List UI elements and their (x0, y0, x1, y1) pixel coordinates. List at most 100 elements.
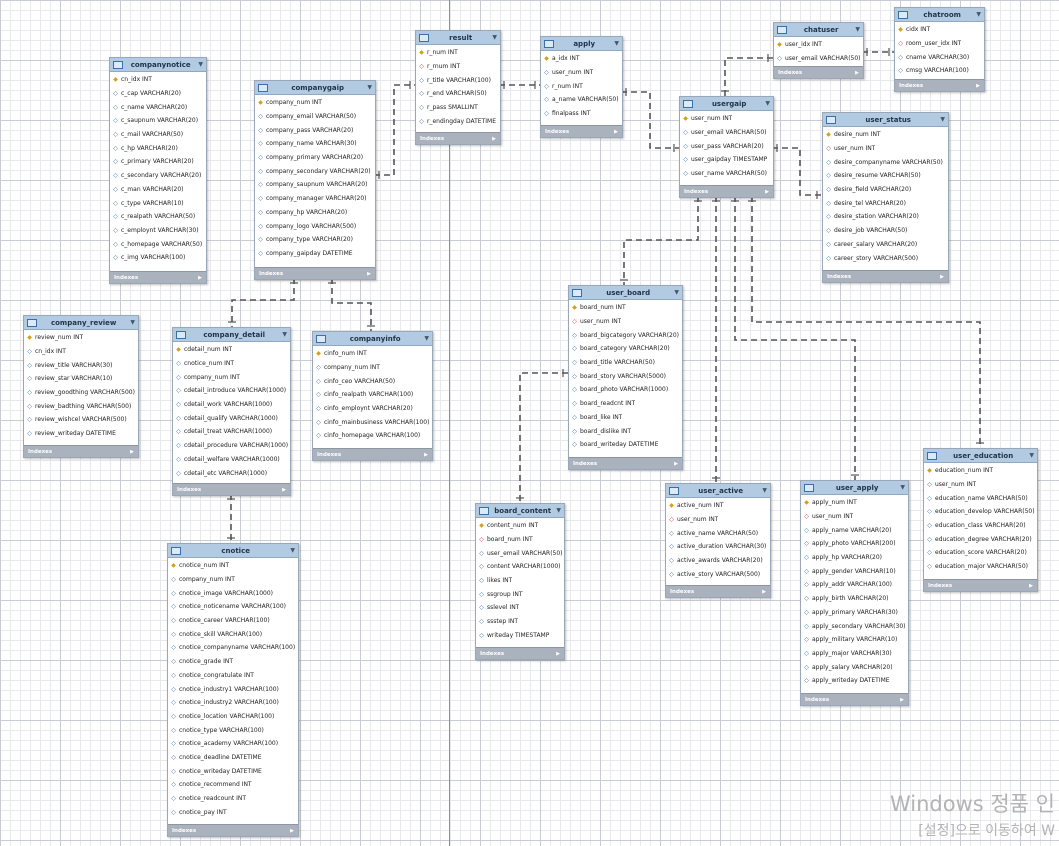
indexes-section[interactable]: Indexes▶ (823, 270, 948, 282)
expand-indexes-icon[interactable]: ▶ (492, 135, 496, 142)
column-row[interactable]: ◇company_hp VARCHAR(20) (255, 206, 375, 220)
table-header[interactable]: usergaip▼ (680, 97, 773, 111)
column-row[interactable]: ◇cn_idx INT (24, 345, 138, 359)
column-row[interactable]: ◇company_name VARCHAR(30) (255, 137, 375, 151)
column-row[interactable]: ◇c_name VARCHAR(20) (110, 100, 206, 114)
column-row[interactable]: ◇cnotice_academy VARCHAR(100) (168, 737, 298, 751)
column-row[interactable]: ◇cname VARCHAR(30) (895, 50, 984, 64)
column-row[interactable]: ◇c_realpath VARCHAR(50) (110, 210, 206, 224)
table-user-board[interactable]: user_board▼◆board_num INT◇user_num INT◇b… (568, 285, 683, 470)
relationship-connector[interactable] (621, 91, 679, 149)
column-row[interactable]: ◇user_pass VARCHAR(20) (680, 139, 773, 153)
table-company-detail[interactable]: company_detail▼◆cdetail_num INT◇cnotice_… (172, 327, 291, 496)
column-row[interactable]: ◇board_title VARCHAR(50) (569, 356, 682, 370)
column-row[interactable]: ◇user_num INT (541, 66, 622, 80)
collapse-toggle-icon[interactable]: ▼ (130, 319, 135, 326)
column-row[interactable]: ◇c_hp VARCHAR(20) (110, 141, 206, 155)
column-row[interactable]: ◆desire_num INT (823, 128, 948, 142)
column-row[interactable]: ◇a_name VARCHAR(50) (541, 93, 622, 107)
table-header[interactable]: user_education▼ (924, 449, 1037, 463)
expand-indexes-icon[interactable]: ▶ (900, 696, 904, 703)
column-row[interactable]: ◇user_email VARCHAR(50) (476, 546, 564, 560)
column-row[interactable]: ◇company_type VARCHAR(20) (255, 233, 375, 247)
collapse-toggle-icon[interactable]: ▼ (855, 26, 860, 33)
column-row[interactable]: ◇company_saupnum VARCHAR(20) (255, 178, 375, 192)
table-companyinfo[interactable]: companyinfo▼◆cinfo_num INT◇company_num I… (312, 331, 433, 461)
column-row[interactable]: ◇apply_name VARCHAR(20) (801, 523, 908, 537)
column-row[interactable]: ◆review_num INT (24, 331, 138, 345)
column-row[interactable]: ◇cnotice_noticename VARCHAR(100) (168, 600, 298, 614)
relationship-connector[interactable] (724, 57, 773, 96)
indexes-section[interactable]: Indexes▶ (168, 824, 298, 836)
column-row[interactable]: ◇desire_companyname VARCHAR(50) (823, 155, 948, 169)
relationship-connector[interactable] (623, 196, 699, 285)
collapse-toggle-icon[interactable]: ▼ (940, 116, 945, 123)
column-row[interactable]: ◇r_pass SMALLINT (416, 101, 500, 115)
column-row[interactable]: ◇cnotice_skill VARCHAR(100) (168, 627, 298, 641)
column-row[interactable]: ◇user_num INT (569, 315, 682, 329)
column-row[interactable]: ◇c_primary VARCHAR(20) (110, 155, 206, 169)
relationship-connector[interactable] (751, 196, 981, 448)
expand-indexes-icon[interactable]: ▶ (367, 270, 371, 277)
column-row[interactable]: ◇r_num INT (541, 79, 622, 93)
column-row[interactable]: ◇active_awards VARCHAR(20) (666, 554, 770, 568)
column-row[interactable]: ◇desire_field VARCHAR(20) (823, 183, 948, 197)
column-row[interactable]: ◇r_title VARCHAR(100) (416, 73, 500, 87)
relationship-connector[interactable] (331, 278, 372, 331)
column-row[interactable]: ◇company_pass VARCHAR(20) (255, 123, 375, 137)
column-row[interactable]: ◆cn_idx INT (110, 73, 206, 87)
column-row[interactable]: ◇cdetail_qualify VARCHAR(1000) (173, 411, 290, 425)
column-row[interactable]: ◆cdetail_num INT (173, 343, 290, 357)
column-row[interactable]: ◇c_type VARCHAR(10) (110, 196, 206, 210)
column-row[interactable]: ◇r_end VARCHAR(50) (416, 87, 500, 101)
collapse-toggle-icon[interactable]: ▼ (367, 84, 372, 91)
indexes-section[interactable]: Indexes▶ (313, 448, 432, 460)
column-row[interactable]: ◇review_writeday DATETIME (24, 427, 138, 441)
table-header[interactable]: user_board▼ (569, 286, 682, 300)
table-header[interactable]: company_detail▼ (173, 328, 290, 342)
table-chatroom[interactable]: chatroom▼◆cidx INT◇room_user_idx INT◇cna… (894, 7, 985, 92)
column-row[interactable]: ◇education_degree VARCHAR(20) (924, 532, 1037, 546)
column-row[interactable]: ◇desire_resume VARCHAR(50) (823, 169, 948, 183)
column-row[interactable]: ◇review_star VARCHAR(10) (24, 372, 138, 386)
column-row[interactable]: ◇education_major VARCHAR(50) (924, 560, 1037, 574)
column-row[interactable]: ◇board_dislike INT (569, 424, 682, 438)
table-result[interactable]: result▼◆r_num INT◇r_rnum INT◇r_title VAR… (415, 30, 501, 145)
column-row[interactable]: ◇apply_secondary VARCHAR(30) (801, 619, 908, 633)
column-row[interactable]: ◇education_class VARCHAR(20) (924, 519, 1037, 533)
column-row[interactable]: ◇education_score VARCHAR(20) (924, 546, 1037, 560)
column-row[interactable]: ◇apply_birth VARCHAR(20) (801, 592, 908, 606)
relationship-connector[interactable] (231, 278, 295, 327)
column-row[interactable]: ◇r_endingday DATETIME (416, 114, 500, 128)
column-row[interactable]: ◇company_logo VARCHAR(500) (255, 219, 375, 233)
column-row[interactable]: ◇board_like INT (569, 411, 682, 425)
column-row[interactable]: ◇career_salary VARCHAR(20) (823, 238, 948, 252)
column-row[interactable]: ◇company_num INT (168, 573, 298, 587)
column-row[interactable]: ◇apply_major VARCHAR(30) (801, 647, 908, 661)
column-row[interactable]: ◇desire_tel VARCHAR(20) (823, 196, 948, 210)
column-row[interactable]: ◇board_story VARCHAR(5000) (569, 369, 682, 383)
column-row[interactable]: ◇review_title VARCHAR(30) (24, 358, 138, 372)
column-row[interactable]: ◆content_num INT (476, 519, 564, 533)
relationship-connector[interactable] (772, 147, 822, 196)
column-row[interactable]: ◇cdetail_work VARCHAR(1000) (173, 398, 290, 412)
column-row[interactable]: ◇review_wishcel VARCHAR(500) (24, 413, 138, 427)
column-row[interactable]: ◇c_cap VARCHAR(20) (110, 87, 206, 101)
column-row[interactable]: ◇cdetail_introduce VARCHAR(1000) (173, 384, 290, 398)
expand-indexes-icon[interactable]: ▶ (424, 451, 428, 458)
indexes-section[interactable]: Indexes▶ (801, 693, 908, 705)
column-row[interactable]: ◆cnotice_num INT (168, 559, 298, 573)
table-user-active[interactable]: user_active▼◆active_num INT◇user_num INT… (665, 483, 771, 598)
table-chatuser[interactable]: chatuser▼◆user_idx INT◇user_email VARCHA… (773, 22, 864, 79)
column-row[interactable]: ◇board_writeday DATETIME (569, 438, 682, 452)
column-row[interactable]: ◇user_email VARCHAR(50) (774, 52, 863, 66)
column-row[interactable]: ◇active_story VARCHAR(500) (666, 567, 770, 581)
column-row[interactable]: ◇c_img VARCHAR(100) (110, 251, 206, 265)
column-row[interactable]: ◇user_num INT (924, 478, 1037, 492)
column-row[interactable]: ◇apply_photo VARCHAR(200) (801, 537, 908, 551)
indexes-section[interactable]: Indexes▶ (666, 585, 770, 597)
column-row[interactable]: ◇finalpass INT (541, 107, 622, 121)
table-header[interactable]: apply▼ (541, 37, 622, 51)
column-row[interactable]: ◇board_category VARCHAR(20) (569, 342, 682, 356)
column-row[interactable]: ◇active_duration VARCHAR(30) (666, 540, 770, 554)
